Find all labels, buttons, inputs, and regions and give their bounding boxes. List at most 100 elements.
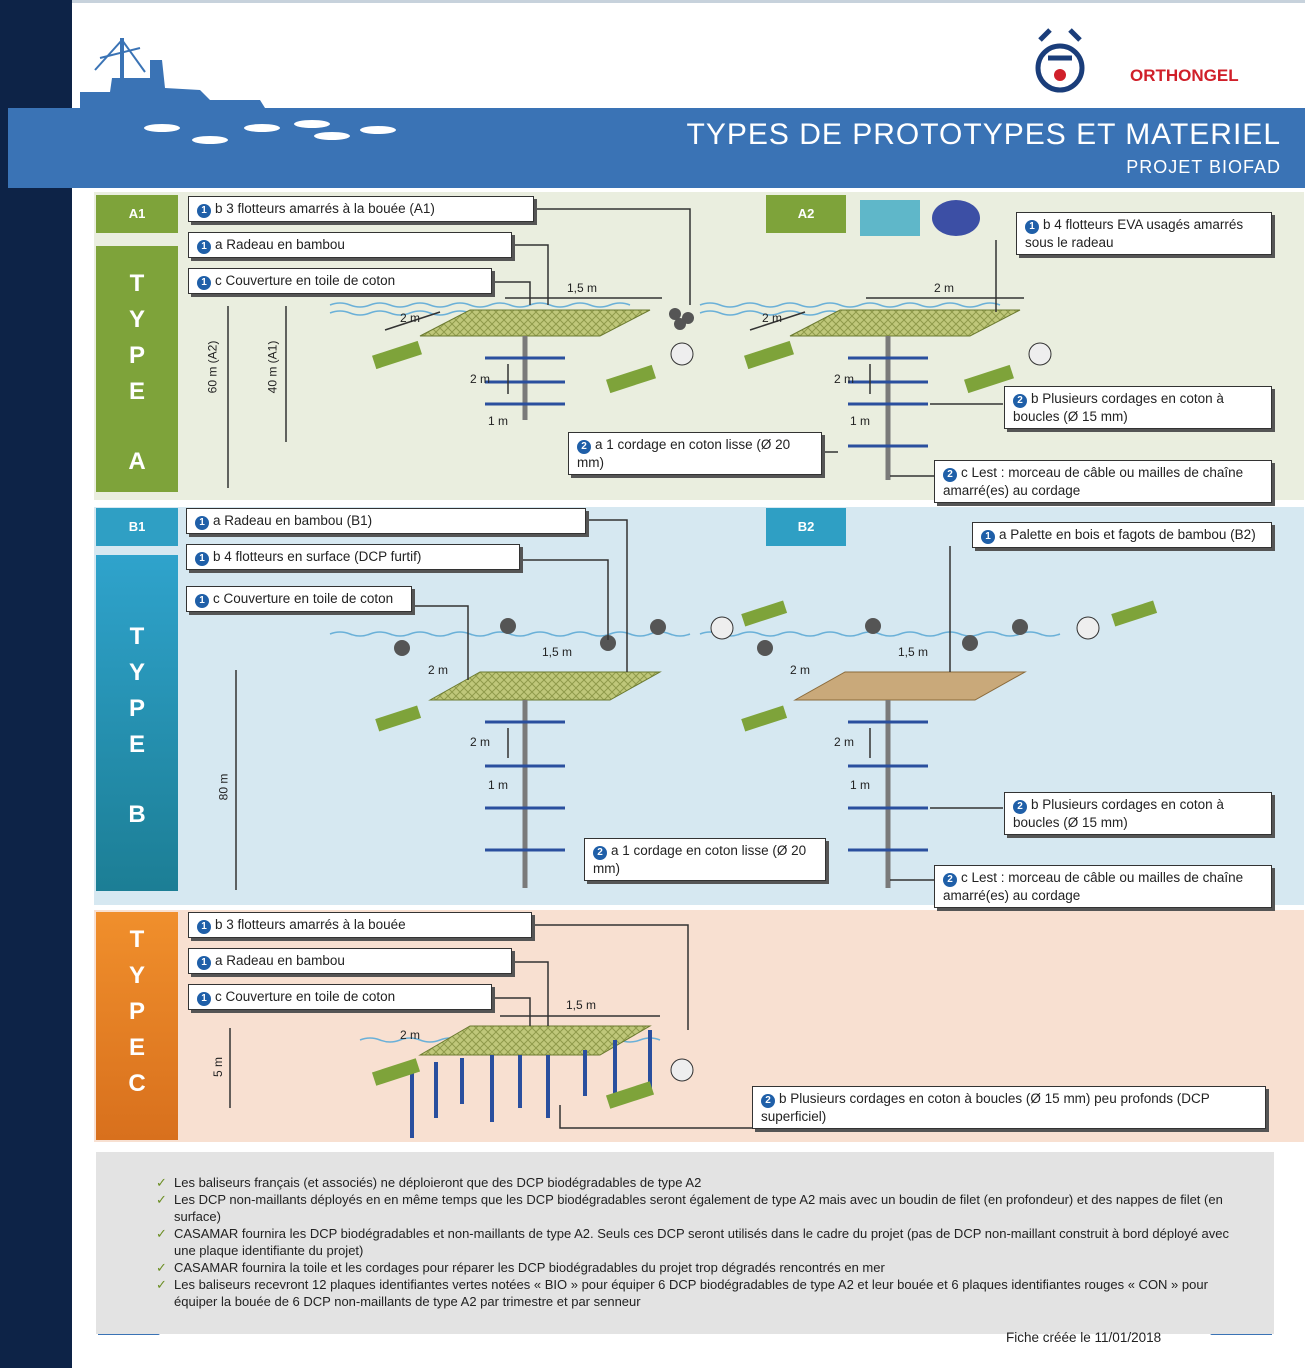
bio-plate-icon — [741, 705, 788, 732]
dimension-arrow — [227, 297, 1024, 488]
type-letter: Y — [128, 659, 145, 686]
orthongel-logo-icon — [1035, 28, 1085, 93]
waves-icon — [329, 631, 1061, 637]
dim-label: 2 m — [934, 281, 955, 295]
page-title: TYPES DE PROTOTYPES ET MATERIEL — [686, 118, 1281, 151]
note-item: Les DCP non-maillants déployés en en mêm… — [156, 1191, 1234, 1225]
bio-plate-icon — [375, 705, 422, 732]
loop-rope-icon — [848, 720, 928, 852]
loop-rope-icon — [485, 720, 565, 852]
float-icon — [394, 618, 666, 656]
page-subtitle: PROJET BIOFAD — [1126, 157, 1281, 177]
dimension-arrow — [235, 670, 871, 890]
loop-rope-icon — [410, 1030, 652, 1138]
dim-label: 2 m — [834, 735, 855, 749]
fish-school-icon — [144, 120, 396, 144]
note-item: CASAMAR fournira les DCP biodégradables … — [156, 1225, 1234, 1259]
type-letter: P — [128, 998, 145, 1025]
number-two-icon: 2 — [1013, 394, 1027, 408]
type-letter: E — [128, 731, 145, 758]
dim-label: 80 m — [216, 773, 231, 801]
number-one-icon: 1 — [197, 956, 211, 970]
dim-label: 1,5 m — [567, 281, 598, 295]
loop-rope-icon — [848, 356, 928, 448]
dim-label: 1 m — [850, 778, 871, 792]
number-one-icon: 1 — [1025, 220, 1039, 234]
tag-b2: B2 — [766, 508, 846, 546]
type-letter: P — [128, 342, 145, 369]
dimension-arrow — [229, 1015, 660, 1108]
buoy-icon — [670, 342, 694, 366]
dim-label: 2 m — [834, 372, 855, 386]
notes-box: Les baliseurs français (et associés) ne … — [96, 1152, 1274, 1334]
orthongel-logo-text: ORTHONGEL — [1130, 66, 1239, 85]
dim-label: 2 m — [762, 311, 783, 325]
loop-rope-icon — [485, 356, 565, 406]
buoy-icon — [1028, 342, 1052, 366]
number-two-icon: 2 — [943, 468, 957, 482]
number-two-icon: 2 — [577, 440, 591, 454]
number-one-icon: 1 — [195, 594, 209, 608]
dim-label: 1 m — [488, 414, 509, 428]
creation-date: Fiche créée le 11/01/2018 — [1006, 1330, 1162, 1345]
number-one-icon: 1 — [195, 516, 209, 530]
number-two-icon: 2 — [761, 1094, 775, 1108]
header-band — [8, 108, 1305, 188]
bio-plate-icon — [372, 340, 422, 370]
tag-a1: A1 — [96, 195, 178, 233]
type-letter: E — [128, 1034, 145, 1061]
number-one-icon: 1 — [197, 204, 211, 218]
bio-plate-icon — [606, 364, 656, 394]
left-navy-bar — [0, 0, 72, 1368]
note-item: Les baliseurs recevront 12 plaques ident… — [156, 1276, 1234, 1310]
type-letter: A — [128, 448, 146, 475]
dim-label: 2 m — [470, 372, 491, 386]
buoy-icon — [670, 1058, 694, 1082]
top-rule — [72, 0, 1305, 3]
pallet-raft-icon — [793, 671, 1027, 701]
raft-icon — [428, 671, 662, 701]
buoy-icon — [1076, 616, 1100, 640]
type-a-bar: T Y P E A — [96, 246, 178, 492]
dim-label: 1,5 m — [542, 645, 573, 659]
bio-plate-icon — [605, 1081, 655, 1109]
raft-icon — [418, 1025, 652, 1056]
dim-label: 5 m — [211, 1056, 226, 1078]
header-graphics — [80, 28, 1085, 108]
dim-label: 1 m — [488, 778, 509, 792]
dim-label: 2 m — [400, 311, 421, 325]
leader-line — [412, 519, 1003, 881]
float-icon — [669, 308, 694, 330]
partner-logo-icon — [860, 200, 920, 236]
number-two-icon: 2 — [943, 873, 957, 887]
tag-b1: B1 — [96, 508, 178, 546]
dim-label: 2 m — [428, 663, 449, 677]
dim-label: 2 m — [400, 1028, 421, 1042]
raft-icon — [419, 309, 651, 337]
bio-plate-icon — [744, 340, 794, 370]
type-letter: T — [129, 270, 145, 297]
type-letter: T — [129, 926, 145, 953]
note-item: CASAMAR fournira la toile et les cordage… — [156, 1259, 1234, 1276]
leader-line — [492, 208, 1003, 477]
tag-a2: A2 — [766, 195, 846, 233]
float-icon — [757, 618, 1028, 656]
bio-plate-icon — [741, 600, 788, 627]
type-c-bar: T Y P E C — [96, 912, 178, 1140]
type-b-bar: T Y P E B — [96, 555, 178, 891]
buoy-icon — [710, 616, 734, 640]
